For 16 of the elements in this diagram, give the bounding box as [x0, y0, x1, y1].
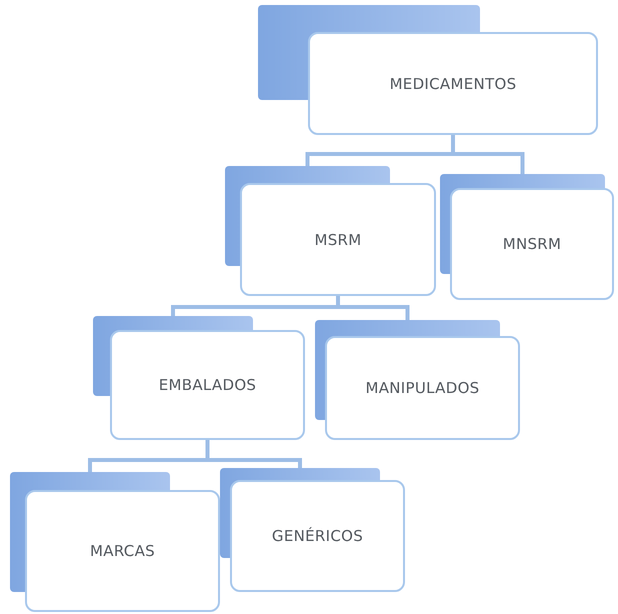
connector-line — [206, 440, 302, 468]
box-label: GENÉRICOS — [272, 527, 364, 545]
hierarchy-box — [93, 316, 305, 440]
box-label: MNSRM — [502, 235, 562, 253]
hierarchy-box — [440, 174, 614, 300]
hierarchy-box — [258, 5, 598, 135]
hierarchy-box — [220, 468, 405, 592]
connector-line — [336, 296, 410, 320]
box-label: MSRM — [314, 230, 362, 248]
box-label: EMBALADOS — [158, 376, 256, 394]
box-label: MEDICAMENTOS — [390, 74, 516, 92]
box-label: MARCAS — [90, 542, 155, 560]
hierarchy-box — [315, 320, 520, 440]
hierarchy-box — [10, 472, 220, 612]
box-label: MANIPULADOS — [365, 379, 480, 397]
hierarchy-box — [225, 166, 436, 296]
